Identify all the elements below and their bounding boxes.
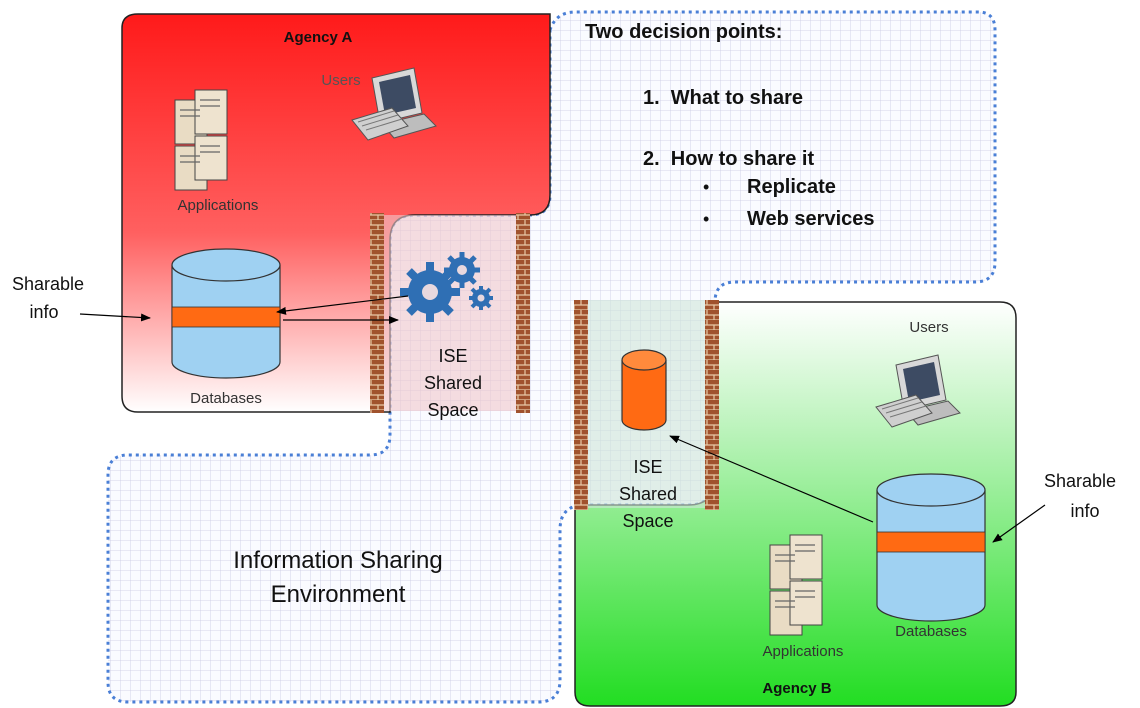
sharing-arrow [669,435,874,523]
sharable-left-arrow [79,313,151,322]
sharable-right-line1: Sharable [1044,471,1116,491]
firewall-wall-icon [705,300,719,510]
sharable-left-line1: Sharable [12,274,84,294]
computer-icon [875,354,961,428]
agency-a-databases-label: Databases [190,390,262,407]
ise-b-line2: Shared [619,484,677,504]
ise-b-line1: ISE [633,457,662,477]
ise-a-line1: ISE [438,346,467,366]
database-icon [171,248,281,379]
sharable-right-arrow [992,504,1046,543]
ise-database-icon [621,349,667,431]
decision-bullet-2: Web services [747,208,875,230]
agency-b-databases-label: Databases [895,623,967,640]
decision-point-2: 2. How to share it [643,148,814,170]
firewall-wall-icon [574,300,588,510]
agency-a-applications-label: Applications [178,197,259,214]
firewall-wall-icon [516,213,530,413]
shared-environment-region [106,10,997,704]
gears-icon [400,252,493,322]
computer-icon [351,67,437,141]
agency-b-applications-label: Applications [763,643,844,660]
agency-a-title: Agency A [284,29,353,46]
sharable-left-line2: info [29,302,58,322]
bullet-glyph: • [703,209,709,229]
database-icon [876,473,986,622]
ise-a-line3: Space [427,400,478,420]
decision-heading: Two decision points: [585,21,782,43]
agency-b-users-label: Users [909,319,948,336]
server-icon [174,89,228,191]
decision-bullet-1: Replicate [747,176,836,198]
sharable-right-line2: info [1070,501,1099,521]
server-icon [769,534,823,636]
ise-a-line2: Shared [424,373,482,393]
decision-point-1: 1. What to share [643,87,803,109]
bullet-glyph: • [703,177,709,197]
agency-a-users-label: Users [321,72,360,89]
agency-b-title: Agency B [762,680,831,697]
ise-b-line3: Space [622,511,673,531]
environment-line2: Environment [271,581,406,608]
firewall-wall-icon [370,213,384,413]
sharing-arrow [276,295,409,315]
environment-line1: Information Sharing [233,547,442,574]
